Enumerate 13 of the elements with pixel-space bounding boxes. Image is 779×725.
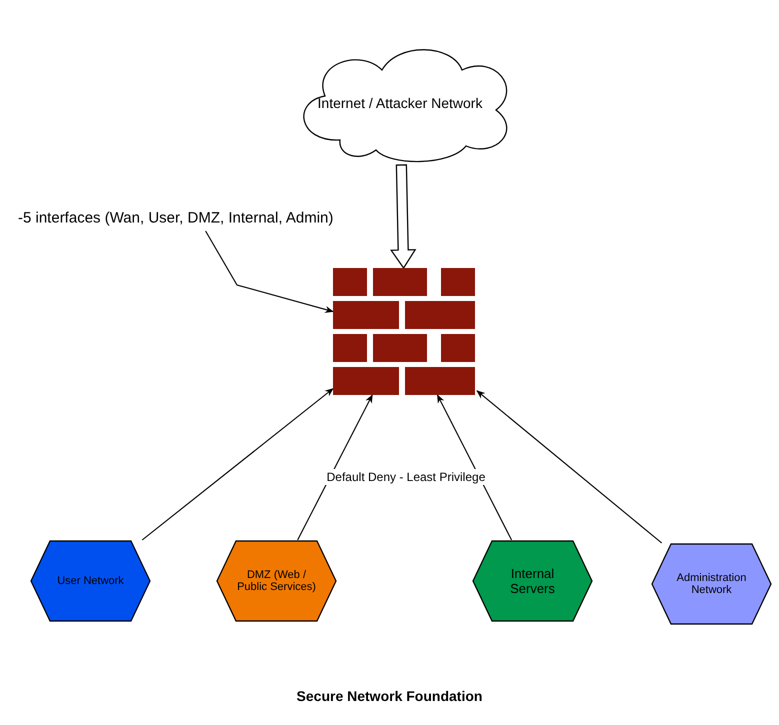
node-label: Internet / Attacker Network [318, 94, 482, 110]
caption: Secure Network Foundation [296, 688, 482, 704]
node-label: Internal Servers [509, 566, 556, 596]
node-label: Administration Network [676, 572, 748, 596]
arrow [297, 394, 373, 540]
node-label: DMZ (Web / Public Services) [236, 569, 317, 593]
block-arrow [390, 164, 416, 270]
arrow [476, 390, 662, 544]
node-label: User Network [56, 575, 125, 587]
leader-line [205, 230, 334, 313]
annotation-text: -5 interfaces (Wan, User, DMZ, Internal, Admin) [18, 210, 334, 226]
arrow [436, 394, 512, 540]
arrow [142, 388, 334, 540]
